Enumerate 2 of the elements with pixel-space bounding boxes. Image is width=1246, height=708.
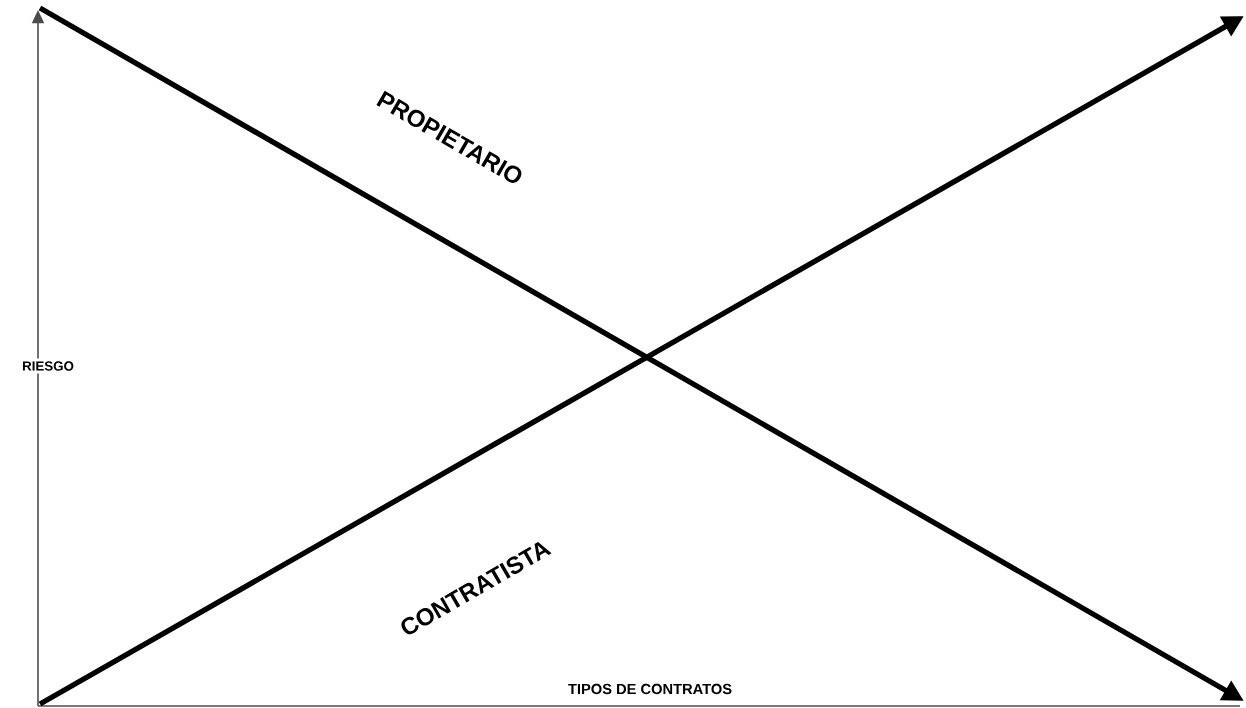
axis-label: RIESGO — [19, 358, 77, 374]
axis-label: TIPOS DE CONTRATOS — [565, 681, 735, 697]
